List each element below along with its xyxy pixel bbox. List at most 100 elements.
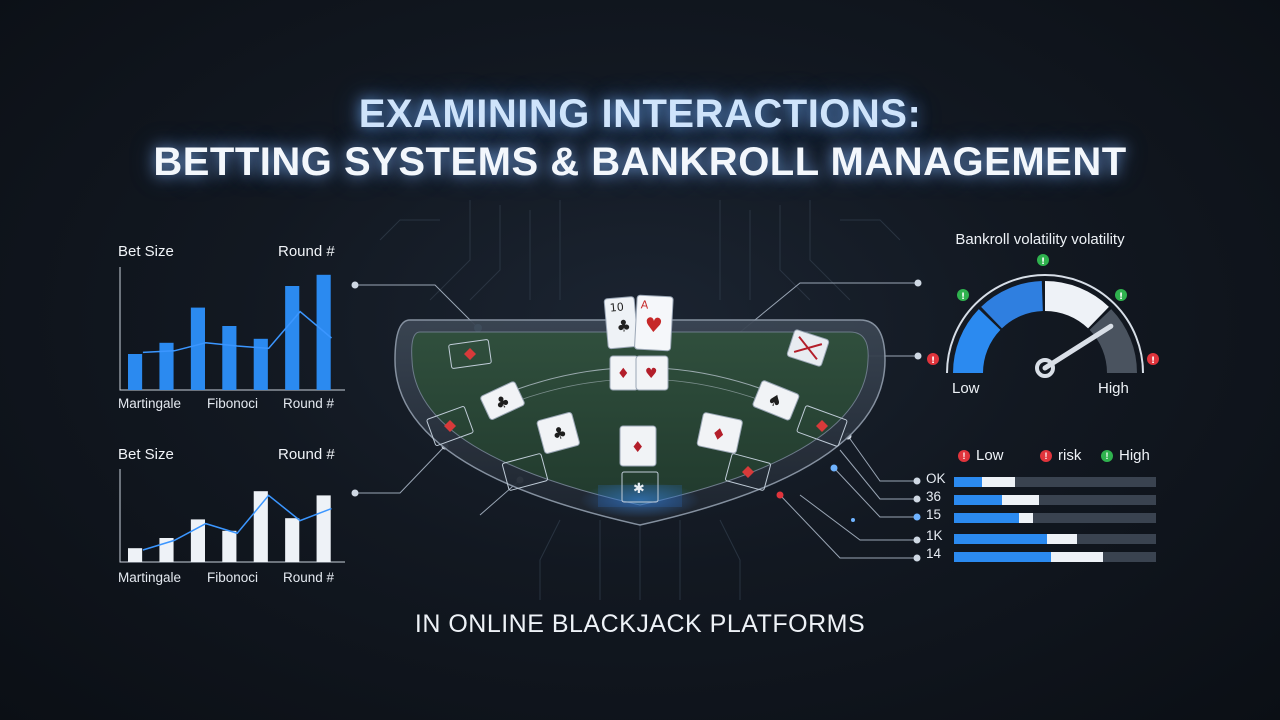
risk-bar-white bbox=[1002, 495, 1039, 505]
risk-bar-track bbox=[954, 534, 1156, 544]
risk-bar-white bbox=[1046, 534, 1078, 544]
chart2-bar-3 bbox=[222, 530, 237, 562]
svg-text:♦: ♦ bbox=[710, 423, 728, 445]
svg-text:!: ! bbox=[961, 292, 965, 302]
gauge-segment-mid bbox=[981, 281, 1043, 329]
risk-bar-white bbox=[1050, 552, 1104, 562]
gauge-segment-high bbox=[1045, 281, 1109, 329]
chart1-bar-1 bbox=[159, 342, 174, 390]
blackjack-table bbox=[394, 319, 886, 526]
svg-text:10: 10 bbox=[609, 300, 624, 314]
legend-label: Low bbox=[976, 447, 1004, 464]
chart1-bar-2 bbox=[190, 307, 205, 390]
risk-bar-row: 36 bbox=[914, 489, 1160, 506]
chart2-ylabel: Bet Size bbox=[118, 446, 174, 463]
alert-icon: ! bbox=[1101, 449, 1113, 462]
chart1 bbox=[115, 265, 350, 395]
risk-bar-track bbox=[954, 513, 1156, 523]
legend-label: risk bbox=[1058, 447, 1082, 464]
chart1-bar-6 bbox=[316, 274, 331, 390]
risk-bar-blue bbox=[954, 477, 983, 487]
risk-bar-row: 1K bbox=[914, 528, 1160, 545]
betting-spots bbox=[426, 339, 848, 503]
risk-bar-white bbox=[1018, 513, 1033, 523]
risk-bar-label: 15 bbox=[926, 507, 942, 522]
risk-bar-label: 1K bbox=[926, 528, 943, 543]
legend-label: High bbox=[1119, 447, 1150, 464]
chart2-bar-5 bbox=[285, 518, 300, 562]
chart2-plot bbox=[119, 469, 345, 563]
chart2-xlabel: Round # bbox=[278, 446, 335, 463]
chart2-tick-0: Martingale bbox=[118, 570, 182, 585]
chart1-trend-line bbox=[142, 310, 332, 354]
svg-text:✱: ✱ bbox=[633, 481, 645, 497]
svg-text:♦: ♦ bbox=[617, 366, 630, 382]
risk-bar-row: OK bbox=[914, 471, 1160, 488]
legend-item-high: ! High bbox=[1101, 447, 1150, 464]
gauge-low-label: Low bbox=[952, 380, 980, 397]
title-line-2: BETTING SYSTEMS & BANKROLL MANAGEMENT bbox=[153, 140, 1127, 184]
risk-bar-track bbox=[954, 552, 1156, 562]
svg-text:!: ! bbox=[1041, 257, 1045, 267]
chart2-bar-4 bbox=[253, 491, 268, 562]
svg-text:♥: ♥ bbox=[644, 312, 663, 337]
chart2 bbox=[115, 467, 350, 567]
risk-bar-track bbox=[954, 477, 1156, 487]
chart2-tick-1: Fibonoci bbox=[207, 570, 259, 585]
svg-text:♦: ♦ bbox=[631, 438, 644, 456]
gauge-high-label: High bbox=[1098, 380, 1129, 397]
legend-item-low: ! Low bbox=[958, 447, 1004, 464]
gauge-needle bbox=[1035, 323, 1114, 378]
chart2-bar-6 bbox=[316, 495, 331, 562]
alert-icon: ! bbox=[1040, 449, 1052, 462]
chart2-trend-line bbox=[142, 494, 332, 551]
gauge-segment-max bbox=[1089, 309, 1137, 373]
svg-text:A: A bbox=[640, 298, 649, 311]
spot-diamonds bbox=[444, 348, 828, 478]
svg-text:♥: ♥ bbox=[645, 366, 658, 382]
volatility-gauge: ! ! ! ! ! bbox=[927, 254, 1159, 378]
title-line-1: EXAMINING INTERACTIONS: bbox=[358, 92, 922, 136]
chart1-bar-4 bbox=[253, 338, 268, 390]
legend-item-risk: ! risk bbox=[1040, 447, 1081, 464]
risk-bar-label: 36 bbox=[926, 489, 942, 504]
chart2-bar-0 bbox=[128, 548, 143, 562]
risk-bar-row: 14 bbox=[914, 546, 1160, 563]
chart1-bar-5 bbox=[285, 286, 300, 390]
risk-bar-label: 14 bbox=[926, 546, 942, 561]
playing-cards: 10 ♣ A ♥ ♦ ♥ ♣ ♣ ♦ ♦ ♠ bbox=[480, 294, 830, 497]
chart1-plot bbox=[119, 267, 345, 391]
risk-bar-blue bbox=[954, 534, 1047, 544]
risk-bar-track bbox=[954, 495, 1156, 505]
chart1-tick-0: Martingale bbox=[118, 396, 182, 411]
svg-text:!: ! bbox=[931, 356, 935, 366]
chart1-xlabel: Round # bbox=[278, 243, 335, 260]
subtitle: IN ONLINE BLACKJACK PLATFORMS bbox=[414, 610, 866, 638]
chart1-ylabel: Bet Size bbox=[118, 243, 174, 260]
gauge-title: Bankroll volatility volatility bbox=[955, 231, 1125, 248]
circuit-lines bbox=[379, 200, 901, 600]
risk-bar-label: OK bbox=[926, 471, 946, 486]
chart2-tick-2: Round # bbox=[283, 570, 335, 585]
chart1-axes bbox=[119, 267, 345, 391]
gauge-segment-low bbox=[953, 309, 1001, 373]
svg-text:♣: ♣ bbox=[550, 422, 569, 444]
chart1-bar-0 bbox=[128, 354, 143, 390]
risk-bar-blue bbox=[954, 552, 1051, 562]
chart2-axes bbox=[119, 469, 345, 563]
risk-bar-blue bbox=[954, 513, 1019, 523]
connector-lines bbox=[355, 282, 918, 559]
svg-text:♠: ♠ bbox=[765, 389, 785, 412]
risk-bar-blue bbox=[954, 495, 1003, 505]
chart1-bar-3 bbox=[222, 326, 237, 390]
chart1-tick-1: Fibonoci bbox=[207, 396, 259, 411]
gauge-indicator-dots: ! ! ! ! ! bbox=[927, 254, 1159, 366]
risk-bar-white bbox=[982, 477, 1015, 487]
alert-icon: ! bbox=[958, 449, 970, 462]
svg-text:!: ! bbox=[1119, 292, 1123, 302]
chart1-tick-2: Round # bbox=[283, 396, 335, 411]
svg-text:!: ! bbox=[1151, 356, 1155, 366]
risk-bar-row: 15 bbox=[914, 507, 1160, 524]
svg-text:♣: ♣ bbox=[616, 316, 632, 336]
